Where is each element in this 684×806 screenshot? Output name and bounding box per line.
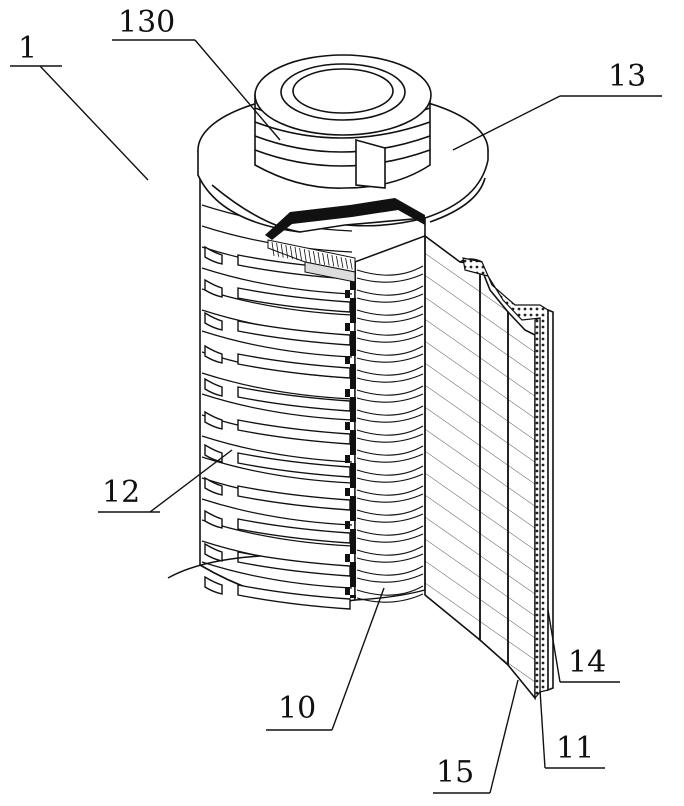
threaded-neck bbox=[255, 55, 431, 188]
filter-layer-outer bbox=[425, 236, 482, 640]
label-1: 1 bbox=[18, 34, 37, 64]
filter-layer-inner bbox=[508, 312, 535, 698]
label-12: 12 bbox=[102, 478, 140, 508]
label-14: 14 bbox=[568, 648, 606, 678]
label-130: 130 bbox=[118, 8, 175, 38]
shell-slot-small bbox=[205, 577, 222, 594]
label-13: 13 bbox=[608, 62, 646, 92]
label-11: 11 bbox=[556, 734, 594, 764]
label-15: 15 bbox=[436, 758, 474, 788]
filter-layer-middle bbox=[480, 265, 508, 665]
label-10: 10 bbox=[278, 694, 316, 724]
